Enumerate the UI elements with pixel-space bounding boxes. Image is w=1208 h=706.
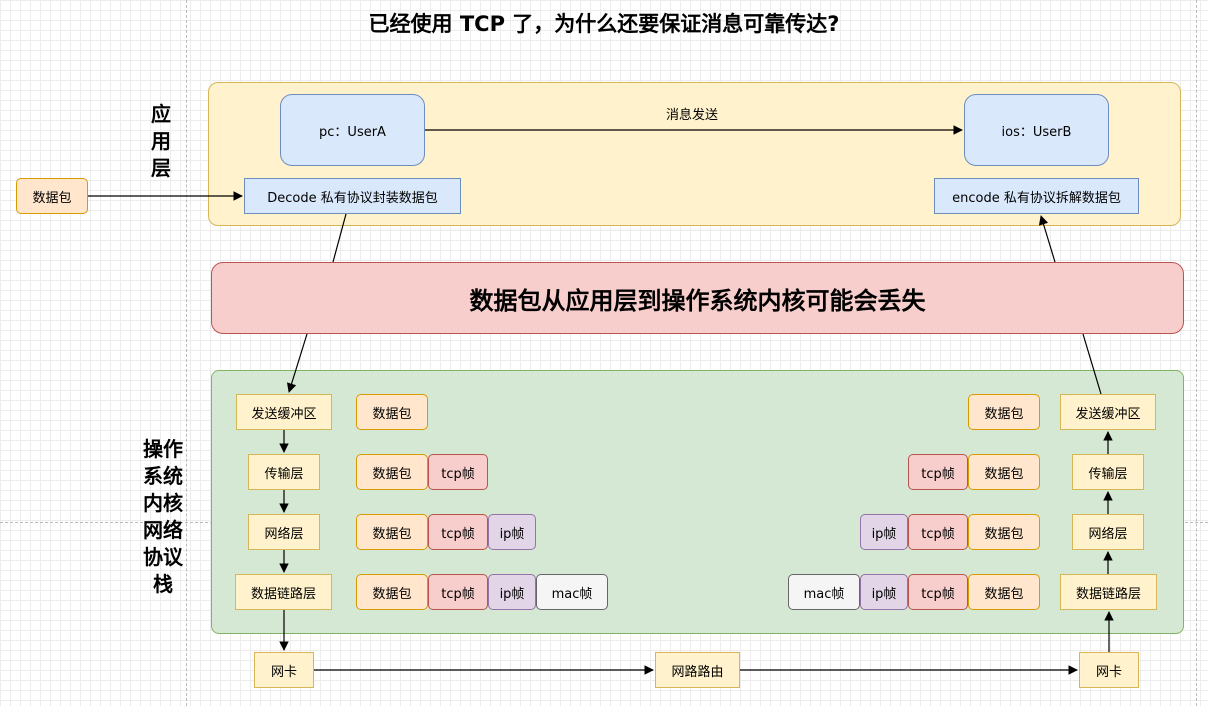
receiver-datalink-layer: 数据链路层 xyxy=(1060,574,1157,610)
network-router: 网路路由 xyxy=(655,652,740,688)
page-guide-vertical-right xyxy=(1196,0,1197,706)
sender-datalink-tcp-frame: tcp帧 xyxy=(428,574,488,610)
sender-nic: 网卡 xyxy=(254,652,314,688)
buffer-to-banner-line xyxy=(1082,333,1102,395)
sender-datalink-packet: 数据包 xyxy=(356,574,428,610)
sender-transport-layer: 传输层 xyxy=(248,454,320,490)
receiver-send-buffer: 发送缓冲区 xyxy=(1060,394,1156,430)
decode-box: Decode 私有协议封装数据包 xyxy=(244,178,461,214)
user-a-node: pc：UserA xyxy=(280,94,425,166)
receiver-nic: 网卡 xyxy=(1079,652,1139,688)
packet-loss-banner: 数据包从应用层到操作系统内核可能会丢失 xyxy=(211,262,1184,334)
receiver-datalink-tcp-frame: tcp帧 xyxy=(908,574,968,610)
receiver-datalink-mac-frame: mac帧 xyxy=(788,574,860,610)
receiver-transport-layer: 传输层 xyxy=(1072,454,1144,490)
sender-datalink-layer: 数据链路层 xyxy=(235,574,332,610)
sender-transport-packet: 数据包 xyxy=(356,454,428,490)
sender-datalink-ip-frame: ip帧 xyxy=(488,574,536,610)
sender-network-ip-frame: ip帧 xyxy=(488,514,536,550)
sender-transport-tcp-frame: tcp帧 xyxy=(428,454,488,490)
sender-send-buffer: 发送缓冲区 xyxy=(236,394,332,430)
receiver-network-ip-frame: ip帧 xyxy=(860,514,908,550)
receiver-network-tcp-frame: tcp帧 xyxy=(908,514,968,550)
sender-network-layer: 网络层 xyxy=(248,514,320,550)
input-packet-box: 数据包 xyxy=(16,178,88,214)
receiver-network-layer: 网络层 xyxy=(1072,514,1144,550)
sender-datalink-mac-frame: mac帧 xyxy=(536,574,608,610)
receiver-transport-tcp-frame: tcp帧 xyxy=(908,454,968,490)
encode-box: encode 私有协议拆解数据包 xyxy=(934,178,1139,214)
receiver-transport-packet: 数据包 xyxy=(968,454,1040,490)
banner-to-send-buffer-arrow xyxy=(286,333,308,393)
sender-network-tcp-frame: tcp帧 xyxy=(428,514,488,550)
kernel-stack-label: 操作 系统 内核 网络 协议 栈 xyxy=(143,437,183,596)
receiver-network-packet: 数据包 xyxy=(968,514,1040,550)
sender-buffer-packet: 数据包 xyxy=(356,394,428,430)
receiver-buffer-packet: 数据包 xyxy=(968,394,1040,430)
app-layer-label: 应 用 层 xyxy=(151,102,171,180)
sender-network-packet: 数据包 xyxy=(356,514,428,550)
receiver-datalink-packet: 数据包 xyxy=(968,574,1040,610)
receiver-datalink-ip-frame: ip帧 xyxy=(860,574,908,610)
page-guide-vertical-left xyxy=(186,0,187,706)
decode-to-banner-line xyxy=(332,213,347,263)
user-b-node: ios：UserB xyxy=(964,94,1109,166)
banner-to-encode-arrow xyxy=(1038,215,1056,263)
diagram-title: 已经使用 TCP 了，为什么还要保证消息可靠传达? xyxy=(368,12,840,36)
send-edge-label: 消息发送 xyxy=(666,108,719,123)
